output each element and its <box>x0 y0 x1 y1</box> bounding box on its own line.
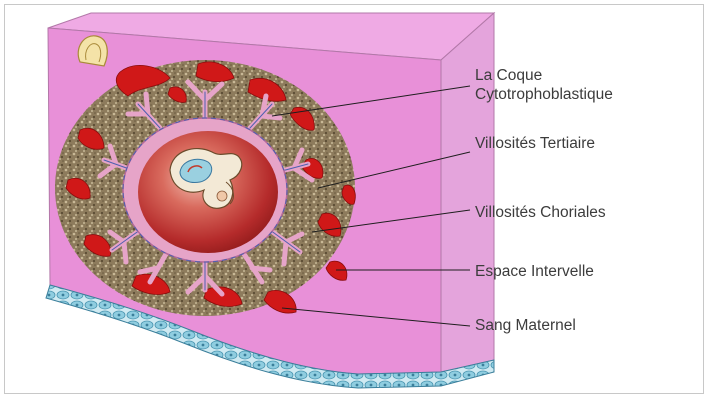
label-sang-maternel: Sang Maternel <box>475 316 576 335</box>
uterine-gland <box>78 36 107 66</box>
label-coque-line2: Cytotrophoblastique <box>475 85 613 104</box>
label-villosites-tertiaire: Villosités Tertiaire <box>475 134 595 153</box>
label-coque-line1: La Coque <box>475 66 613 85</box>
label-coque-cytotrophoblastique: La Coque Cytotrophoblastique <box>475 66 613 104</box>
label-espace-intervelle: Espace Intervelle <box>475 262 594 281</box>
label-villosites-choriales: Villosités Choriales <box>475 203 606 222</box>
